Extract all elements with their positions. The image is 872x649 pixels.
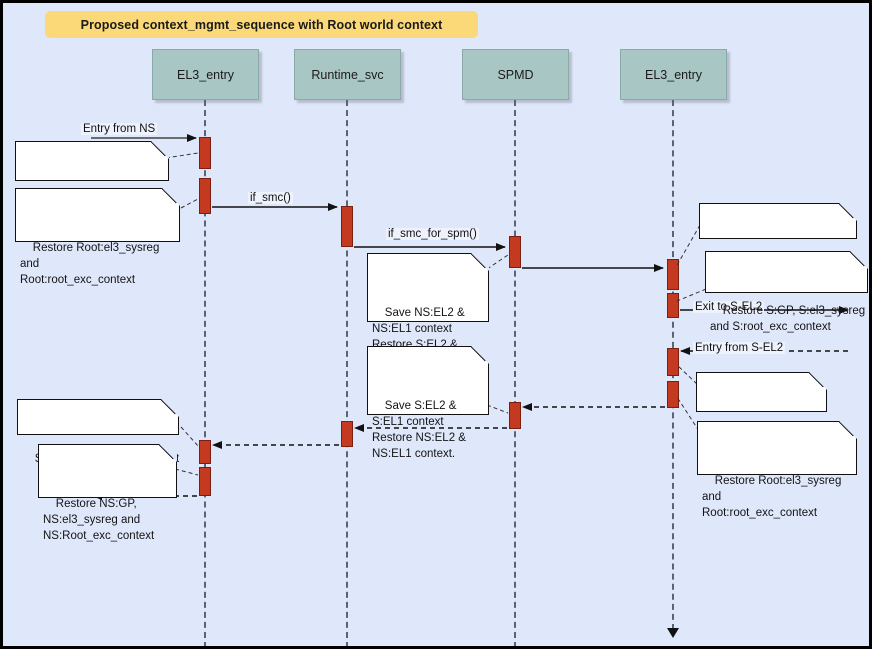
activation-el3-left-3: [199, 440, 211, 464]
activation-el3-left-4: [199, 467, 211, 496]
note-text: Save S:EL2 & S:EL1 context Restore NS:EL…: [372, 400, 466, 460]
message-label-entry-from-s-el2: Entry from S-EL2: [693, 342, 786, 354]
participant-spmd[interactable]: SPMD: [462, 49, 569, 100]
note-text: Restore Root:el3_sysreg and Root:root_ex…: [702, 475, 842, 519]
message-label-if-smc: if_smc(): [248, 192, 293, 204]
note-text: Restore NS:GP, NS:el3_sysreg and NS:Root…: [43, 498, 155, 542]
activation-el3-right-1: [667, 259, 679, 290]
note-fold-edge-icon: [151, 141, 169, 159]
lifeline-runtime-svc: [346, 100, 348, 646]
lifeline-spmd: [514, 100, 516, 646]
activation-runtime-svc-1: [341, 206, 353, 247]
note-fold-edge-icon: [839, 421, 857, 439]
note-fold-edge-icon: [471, 253, 489, 271]
note-save-ns-gp: Save NS:GP and NS:Root_exc_context: [15, 141, 169, 223]
participant-el3-entry-left[interactable]: EL3_entry: [152, 49, 259, 100]
note-save-s-el2: Save S:EL2 & S:EL1 context Restore NS:EL…: [367, 346, 489, 460]
activation-el3-right-3: [667, 348, 679, 376]
message-label-exit-to-s-el2: Exit to S-EL2: [693, 301, 765, 313]
activation-el3-left-1: [199, 137, 211, 169]
activation-runtime-svc-2: [341, 421, 353, 447]
note-restore-root-el3-sysreg: Restore Root:el3_sysreg and Root:root_ex…: [15, 188, 180, 286]
note-restore-s-gp: Restore S:GP, S:el3_sysreg and S:root_ex…: [705, 251, 868, 333]
activation-spmd-2: [509, 402, 521, 429]
participant-el3-entry-right[interactable]: EL3_entry: [620, 49, 727, 100]
diagram-title-banner: Proposed context_mgmt_sequence with Root…: [45, 11, 478, 38]
message-label-entry-from-ns: Entry from NS: [81, 123, 158, 135]
note-save-s-gp: Save S:GP and S:root_exc_context: [696, 372, 827, 454]
activation-el3-right-4: [667, 381, 679, 408]
message-label-if-smc-for-spm: if_smc_for_spm(): [386, 228, 479, 240]
note-fold-edge-icon: [162, 188, 180, 206]
note-fold-edge-icon: [159, 444, 177, 462]
note-restore-ns-gp: Restore NS:GP, NS:el3_sysreg and NS:Root…: [38, 444, 177, 542]
note-save-root-exc-context-right: Save Root:root_exc_context: [699, 203, 861, 269]
activation-spmd-1: [509, 236, 521, 268]
note-text: Restore S:GP, S:el3_sysreg and S:root_ex…: [710, 305, 866, 333]
note-fold-edge-icon: [839, 203, 857, 221]
note-fold-edge-icon: [809, 372, 827, 390]
note-fold-edge-icon: [850, 251, 868, 269]
note-restore-root-el3-sysreg-right: Restore Root:el3_sysreg and Root:root_ex…: [697, 421, 857, 519]
lifeline-el3-entry-left: [204, 100, 206, 646]
participant-runtime-svc[interactable]: Runtime_svc: [294, 49, 401, 100]
note-fold-edge-icon: [161, 399, 179, 417]
note-save-ns-el2: Save NS:EL2 & NS:EL1 context Restore S:E…: [367, 253, 489, 367]
lifeline-end-arrow-icon: [667, 628, 679, 638]
activation-el3-left-2: [199, 178, 211, 214]
note-fold-edge-icon: [471, 346, 489, 364]
note-save-root-exc-context-left: Save Root:root_exc_context: [17, 399, 179, 465]
activation-el3-right-2: [667, 293, 679, 318]
note-text: Restore Root:el3_sysreg and Root:root_ex…: [20, 242, 160, 286]
